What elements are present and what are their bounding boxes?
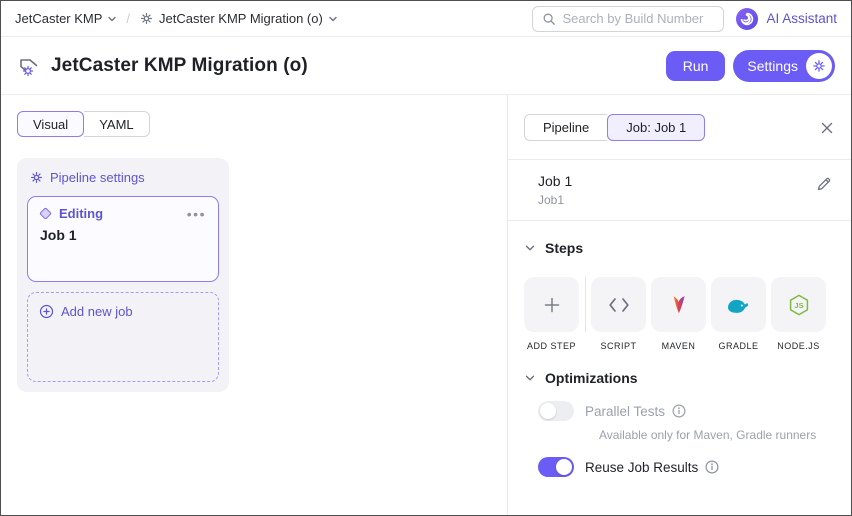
header-actions: Run Settings (665, 49, 835, 82)
breadcrumb-pipeline-label: JetCaster KMP Migration (o) (159, 11, 323, 26)
reuse-job-results-row: Reuse Job Results (538, 457, 835, 477)
chevron-down-icon (328, 14, 338, 24)
pipeline-settings-label: Pipeline settings (50, 170, 145, 185)
run-button[interactable]: Run (665, 50, 726, 81)
step-label: MAVEN (661, 341, 696, 351)
gear-icon (806, 52, 832, 79)
breadcrumb-separator: / (126, 11, 131, 26)
ai-assistant-button[interactable]: AI Assistant (735, 7, 837, 31)
parallel-tests-toggle[interactable] (538, 401, 574, 421)
gear-icon (139, 11, 154, 26)
step-nodejs-button[interactable]: JS NODE.JS (771, 277, 826, 351)
step-maven-button[interactable]: MAVEN (651, 277, 706, 351)
tab-yaml[interactable]: YAML (84, 111, 150, 137)
job-card-name: Job 1 (40, 227, 77, 243)
ai-assistant-label: AI Assistant (766, 11, 837, 26)
step-script-button[interactable]: SCRIPT (591, 277, 646, 351)
gradle-icon (725, 294, 752, 316)
step-label: ADD STEP (526, 341, 576, 351)
optimizations-section-header[interactable]: Optimizations (524, 370, 835, 386)
tab-job[interactable]: Job: Job 1 (607, 114, 706, 141)
build-search (532, 5, 725, 32)
top-bar: JetCaster KMP / JetCaster KMP Migration … (1, 1, 851, 37)
add-new-job-label: Add new job (61, 304, 133, 319)
pipeline-header: JetCaster KMP Migration (o) Run Settings (1, 37, 851, 95)
search-input[interactable] (562, 11, 715, 26)
step-label: SCRIPT (600, 341, 637, 351)
steps-heading: Steps (545, 240, 584, 256)
edit-icon[interactable] (815, 175, 833, 193)
job-title: Job 1 (538, 173, 573, 189)
parallel-tests-label: Parallel Tests (585, 403, 666, 419)
info-icon[interactable] (672, 404, 686, 418)
optimizations-heading: Optimizations (545, 370, 638, 386)
info-icon[interactable] (705, 460, 719, 474)
divider (508, 220, 851, 221)
job-title-row: Job 1 Job1 (524, 160, 835, 220)
code-icon (607, 295, 631, 315)
step-add-button[interactable]: ADD STEP (524, 277, 579, 351)
gear-icon (29, 170, 44, 185)
steps-section-header[interactable]: Steps (524, 240, 835, 256)
chevron-down-icon (524, 372, 536, 384)
add-new-job-button[interactable]: Add new job (27, 292, 219, 382)
page-title: JetCaster KMP Migration (o) (51, 54, 308, 76)
step-gradle-button[interactable]: GRADLE (711, 277, 766, 351)
editing-status-icon (39, 207, 52, 220)
job-card[interactable]: Editing ••• Job 1 (27, 196, 219, 282)
view-mode-tabs: Visual YAML (17, 111, 491, 137)
pipeline-settings-group: Pipeline settings Editing ••• Job 1 Add … (17, 158, 229, 392)
tab-pipeline[interactable]: Pipeline (524, 114, 608, 141)
breadcrumb-project-label: JetCaster KMP (15, 11, 103, 26)
pipeline-settings-icon (17, 54, 41, 78)
chevron-down-icon (524, 242, 536, 254)
svg-text:JS: JS (794, 300, 803, 309)
parallel-tests-row: Parallel Tests (538, 401, 835, 421)
plus-circle-icon (39, 304, 54, 319)
parallel-tests-note: Available only for Maven, Gradle runners (599, 428, 817, 442)
tab-visual[interactable]: Visual (17, 111, 85, 137)
breadcrumb: JetCaster KMP / JetCaster KMP Migration … (15, 11, 338, 26)
close-icon[interactable] (819, 120, 835, 136)
step-label: NODE.JS (777, 341, 820, 351)
more-options-icon[interactable]: ••• (186, 205, 206, 222)
job-card-status: Editing (59, 206, 104, 221)
job-detail-panel: Pipeline Job: Job 1 Job 1 Job1 (508, 95, 851, 515)
settings-button[interactable]: Settings (733, 49, 835, 82)
maven-icon (668, 293, 690, 317)
nodejs-icon: JS (787, 293, 811, 317)
breadcrumb-pipeline[interactable]: JetCaster KMP Migration (o) (139, 11, 338, 26)
pipeline-settings-button[interactable]: Pipeline settings (27, 168, 219, 187)
settings-button-label: Settings (747, 57, 798, 74)
ai-assistant-icon (735, 7, 759, 31)
top-bar-actions: AI Assistant (532, 5, 837, 32)
job-id: Job1 (538, 193, 565, 207)
search-icon (542, 12, 556, 26)
plus-icon (542, 295, 562, 315)
chevron-down-icon (107, 14, 117, 24)
divider (508, 159, 851, 160)
panel-tabs: Pipeline Job: Job 1 (524, 95, 835, 159)
steps-toolbar: ADD STEP SCRIPT (524, 277, 835, 351)
step-label: GRADLE (718, 341, 759, 351)
main-area: Visual YAML Pipeline settings Editing ••… (1, 95, 851, 515)
reuse-job-results-label: Reuse Job Results (585, 459, 699, 475)
reuse-job-results-toggle[interactable] (538, 457, 574, 477)
breadcrumb-project[interactable]: JetCaster KMP (15, 11, 117, 26)
divider (585, 277, 586, 332)
pipeline-canvas: Visual YAML Pipeline settings Editing ••… (1, 95, 508, 515)
